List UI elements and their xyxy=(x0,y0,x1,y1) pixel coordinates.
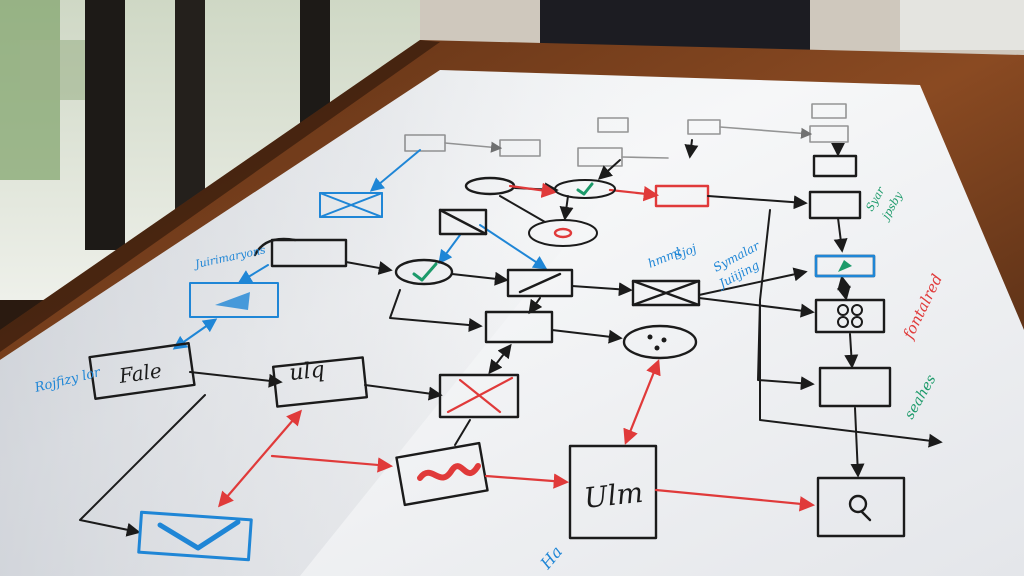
flag-icon xyxy=(814,254,876,278)
box-magnifier xyxy=(816,476,906,538)
target-icon xyxy=(528,219,598,247)
left-box xyxy=(88,342,196,400)
check-icon xyxy=(412,262,438,282)
magnifier-icon xyxy=(848,494,872,522)
check-node xyxy=(394,258,454,286)
red-scribble-box xyxy=(395,441,489,507)
window-frame xyxy=(85,0,125,250)
chair xyxy=(540,0,810,50)
blue-box-1 xyxy=(319,192,383,218)
box-x-top xyxy=(438,208,488,236)
envelope-icon xyxy=(137,510,253,562)
check-icon-2 xyxy=(554,179,616,199)
box-right-1 xyxy=(808,190,862,220)
dots-node xyxy=(622,324,698,360)
box-cup xyxy=(270,238,348,268)
flowchart xyxy=(79,103,943,562)
bottom-box-label: Ulm xyxy=(582,476,644,515)
bottom-box xyxy=(568,444,658,540)
mid-box-label: ulq xyxy=(288,358,326,387)
box-smiley xyxy=(484,310,554,344)
box-x-mid xyxy=(631,279,701,307)
clover-icon xyxy=(837,304,863,328)
blue-box-2 xyxy=(189,282,279,318)
dots-icon xyxy=(647,334,667,351)
